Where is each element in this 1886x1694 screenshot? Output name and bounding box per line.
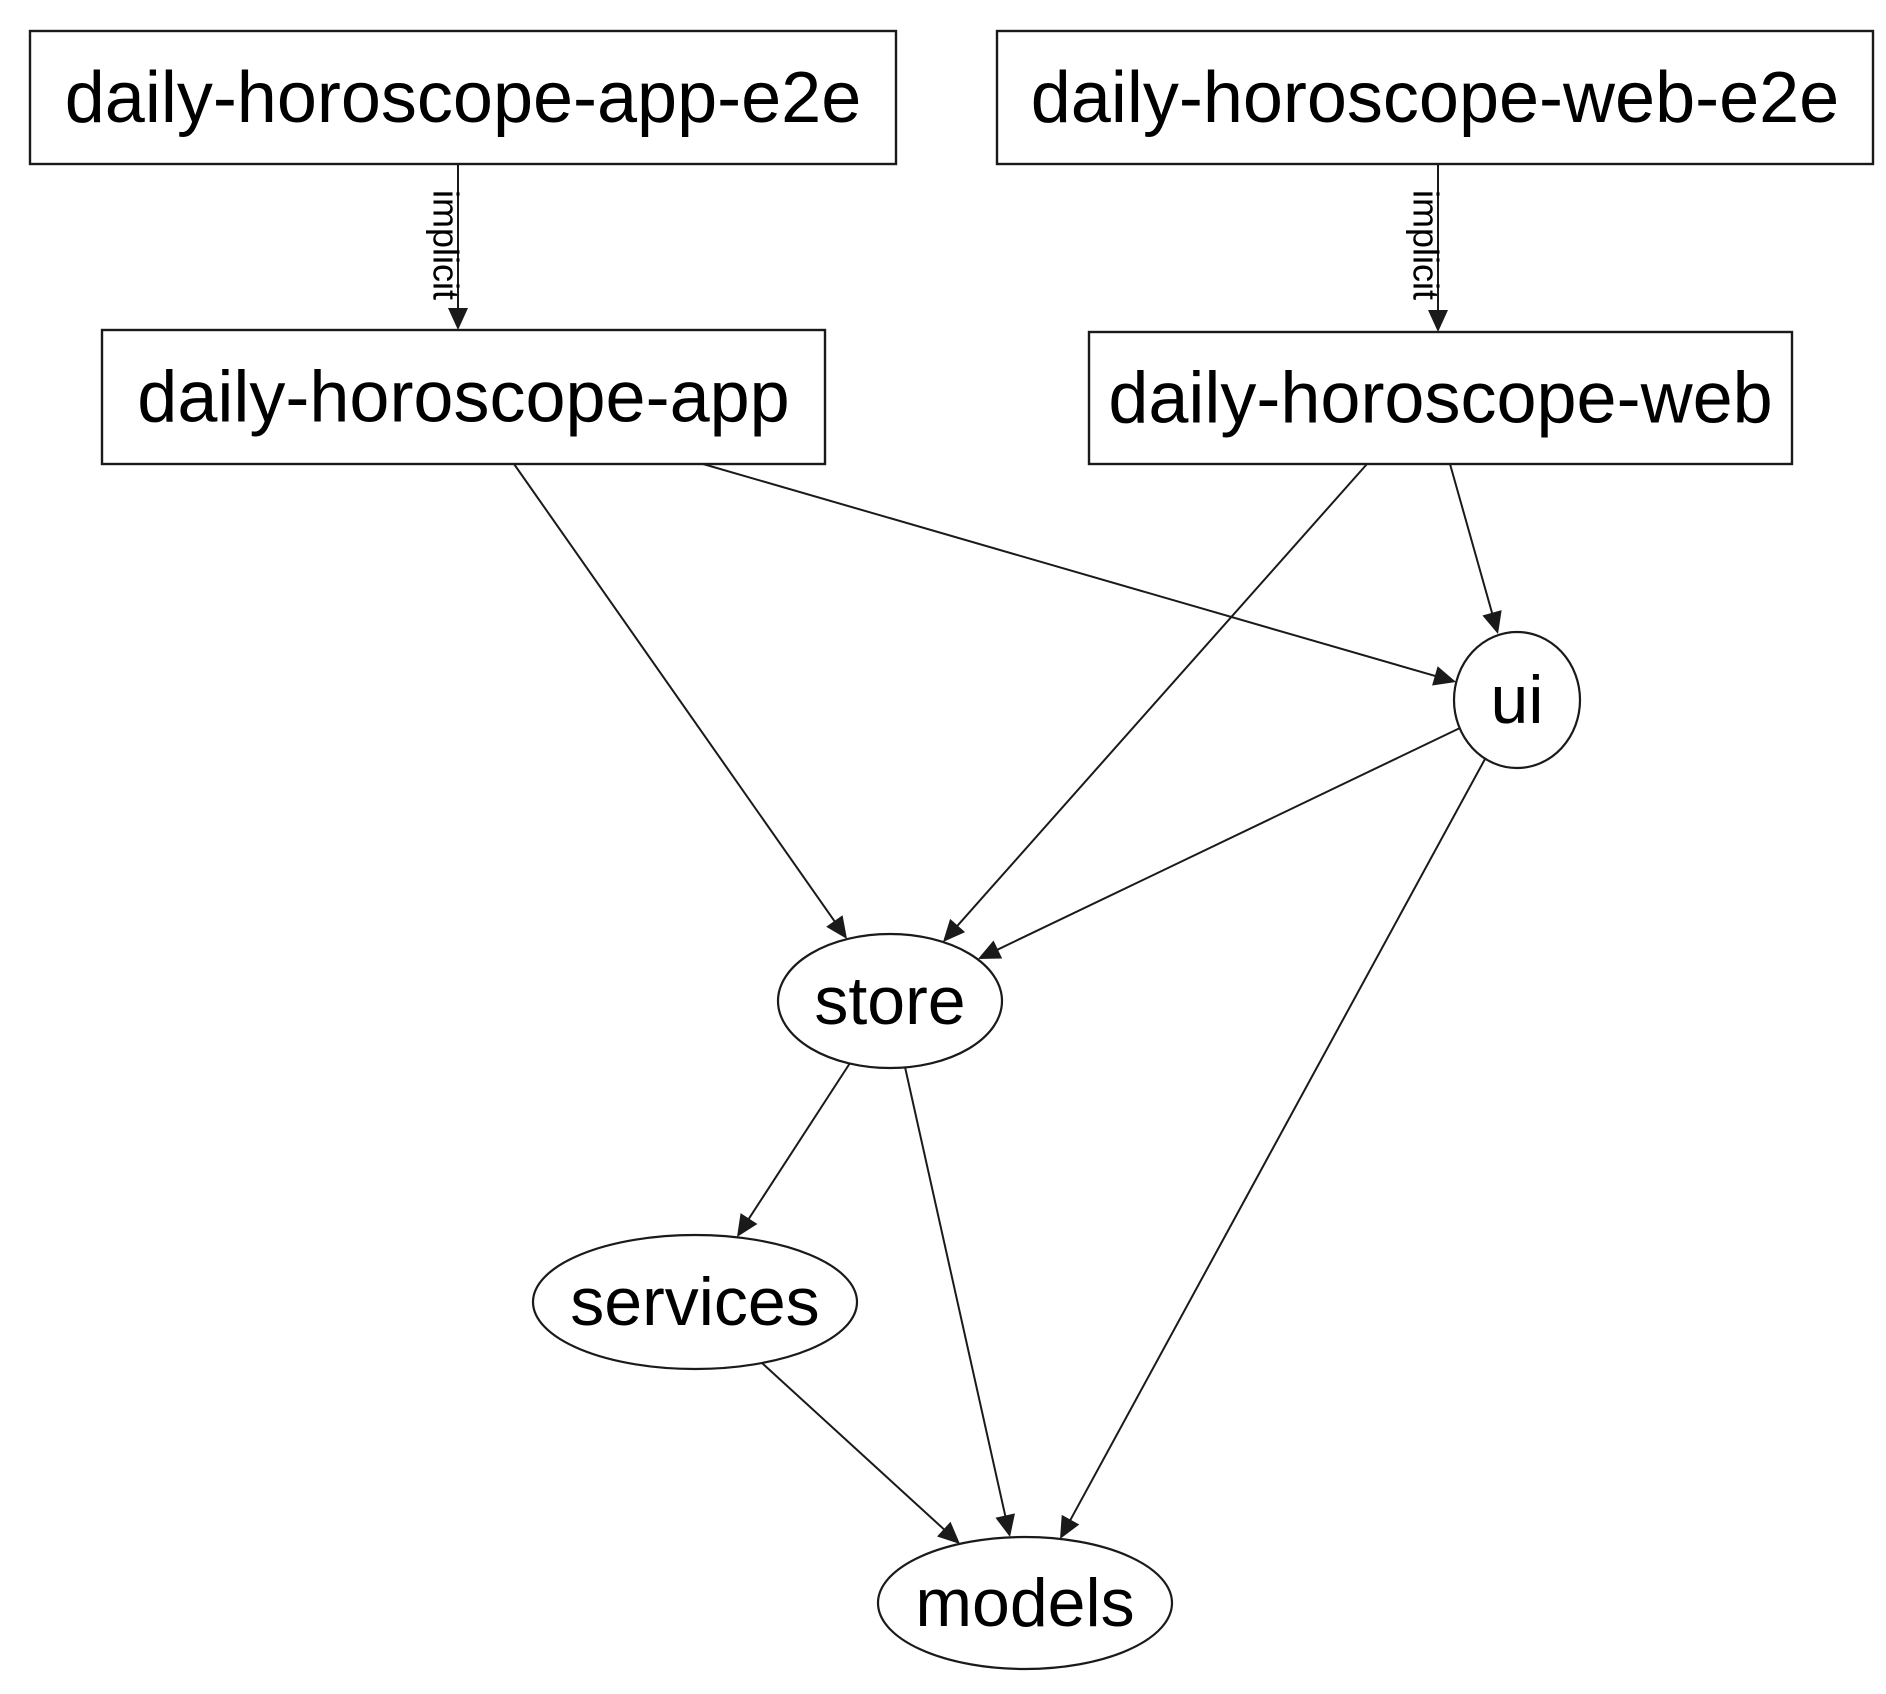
- node-daily-horoscope-web[interactable]: daily-horoscope-web: [1087, 330, 1794, 466]
- edge-daily-horoscope-web-e2e-to-daily-horoscope-web: [1428, 164, 1448, 332]
- node-models[interactable]: models: [876, 1535, 1174, 1671]
- edge-line: [513, 463, 837, 925]
- node-label: models: [915, 1565, 1134, 1641]
- node-label: ui: [1491, 662, 1544, 738]
- arrowhead-icon: [737, 1213, 758, 1237]
- node-shape-rect: [100, 328, 827, 466]
- nodes-layer: daily-horoscope-app-e2e daily-horoscope-w…: [28, 29, 1875, 1671]
- node-store[interactable]: store: [776, 932, 1004, 1070]
- edge-line: [746, 1062, 851, 1222]
- arrowhead-icon: [978, 940, 1003, 959]
- edge-ui-to-store: [978, 727, 1461, 959]
- node-shape-rect: [995, 29, 1875, 166]
- node-label: store: [814, 963, 965, 1039]
- edge-line: [954, 463, 1368, 929]
- edge-ui-to-models: [1060, 758, 1486, 1539]
- edge-daily-horoscope-app-to-ui: [702, 463, 1456, 686]
- edge-store-to-models: [904, 1066, 1015, 1537]
- edge-services-to-models: [761, 1362, 960, 1544]
- node-shape-ellipse: [1452, 630, 1582, 770]
- edge-line: [904, 1066, 1007, 1519]
- node-label: services: [570, 1264, 819, 1340]
- arrowhead-icon: [1432, 666, 1456, 686]
- node-daily-horoscope-app[interactable]: daily-horoscope-app: [100, 328, 827, 466]
- edge-line: [1449, 463, 1494, 616]
- edge-store-to-services: [737, 1062, 851, 1237]
- edge-daily-horoscope-app-e2e-to-daily-horoscope-app: [448, 164, 468, 330]
- edge-label-implicit: implicit: [1406, 190, 1447, 300]
- edge-line: [761, 1362, 947, 1532]
- node-daily-horoscope-web-e2e[interactable]: daily-horoscope-web-e2e: [995, 29, 1875, 166]
- node-daily-horoscope-app-e2e[interactable]: daily-horoscope-app-e2e: [28, 29, 898, 166]
- node-shape-rect: [28, 29, 898, 166]
- edge-labels-layer: implicit implicit: [426, 190, 1447, 300]
- node-label: daily-horoscope-web-e2e: [1031, 58, 1839, 138]
- node-label: daily-horoscope-app: [137, 357, 789, 437]
- arrowhead-icon: [1428, 310, 1448, 332]
- edge-daily-horoscope-web-to-ui: [1449, 463, 1502, 634]
- arrowhead-icon: [937, 1521, 960, 1544]
- arrowhead-icon: [1060, 1514, 1080, 1539]
- edge-line: [702, 463, 1439, 678]
- edges-layer: [448, 164, 1502, 1544]
- edge-daily-horoscope-web-to-store: [943, 463, 1368, 942]
- arrowhead-icon: [826, 915, 847, 939]
- edge-label-implicit: implicit: [426, 190, 467, 300]
- node-shape-ellipse: [876, 1535, 1174, 1671]
- arrowhead-icon: [1482, 610, 1502, 634]
- edge-daily-horoscope-app-to-store: [513, 463, 847, 939]
- node-label: daily-horoscope-web: [1108, 358, 1772, 438]
- arrowhead-icon: [995, 1513, 1015, 1537]
- edge-line: [994, 727, 1461, 952]
- node-label: daily-horoscope-app-e2e: [65, 58, 862, 138]
- node-shape-ellipse: [531, 1233, 859, 1371]
- arrowhead-icon: [943, 918, 966, 942]
- arrowhead-icon: [448, 308, 468, 330]
- node-ui[interactable]: ui: [1452, 630, 1582, 770]
- edge-line: [1068, 758, 1486, 1523]
- node-shape-rect: [1087, 330, 1794, 466]
- node-services[interactable]: services: [531, 1233, 859, 1371]
- node-shape-ellipse: [776, 932, 1004, 1070]
